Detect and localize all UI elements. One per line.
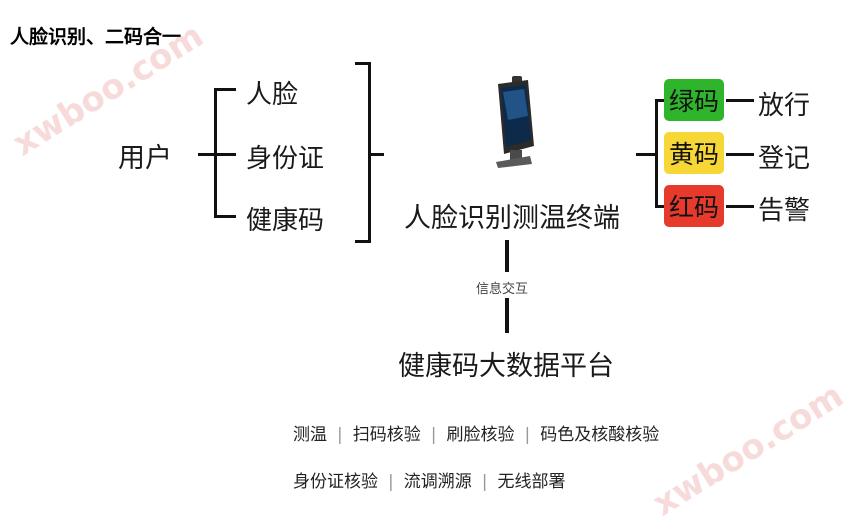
- features-row-1: 测温 | 扫码核验 | 刷脸核验 | 码色及核酸核验: [293, 420, 659, 445]
- feature-item: 流调溯源: [403, 472, 472, 492]
- user-label: 用户: [118, 143, 172, 174]
- separator: |: [481, 472, 488, 492]
- watermark: xwboo.com: [645, 375, 851, 524]
- feature-item: 码色及核酸核验: [540, 425, 660, 445]
- action-release: 放行: [758, 91, 811, 121]
- separator: |: [430, 425, 437, 445]
- input-health-code: 健康码: [246, 206, 325, 236]
- right-bracket-bottom: [355, 240, 371, 243]
- separator: |: [337, 425, 343, 445]
- feature-item: 测温: [293, 425, 327, 445]
- input-id-card: 身份证: [246, 144, 325, 174]
- code-action-connector: [726, 205, 754, 208]
- separator: |: [524, 425, 531, 445]
- exchange-label: 信息交互: [476, 282, 529, 297]
- exchange-connector-bottom: [505, 298, 509, 333]
- green-code-badge: 绿码: [664, 79, 724, 121]
- code-bracket-tick: [655, 205, 665, 208]
- platform-label: 健康码大数据平台: [398, 351, 614, 382]
- right-bracket: [368, 62, 371, 243]
- feature-item: 身份证核验: [293, 472, 378, 492]
- code-bracket: [655, 99, 658, 208]
- left-bracket-tick: [214, 215, 236, 218]
- code-bracket-tick: [655, 99, 665, 102]
- right-bracket-top: [355, 62, 371, 65]
- code-action-connector: [726, 153, 754, 156]
- page-title: 人脸识别、二码合一: [10, 26, 182, 48]
- feature-item: 无线部署: [497, 472, 566, 492]
- action-alarm: 告警: [758, 196, 811, 226]
- left-bracket-tick: [214, 153, 236, 156]
- device-label: 人脸识别测温终端: [404, 203, 620, 234]
- code-action-connector: [726, 99, 754, 102]
- input-face: 人脸: [246, 80, 299, 110]
- separator: |: [388, 472, 394, 492]
- right-bracket-out: [368, 153, 384, 156]
- feature-item: 刷脸核验: [446, 425, 515, 445]
- user-connector: [198, 153, 216, 156]
- feature-item: 扫码核验: [352, 425, 421, 445]
- code-connector: [636, 153, 658, 156]
- action-register: 登记: [758, 144, 811, 174]
- left-bracket-tick: [214, 88, 236, 91]
- red-code-badge: 红码: [664, 185, 724, 227]
- exchange-connector-top: [505, 240, 509, 272]
- features-row-2: 身份证核验 | 流调溯源 | 无线部署: [293, 467, 565, 492]
- face-terminal-device-icon: [496, 76, 534, 168]
- yellow-code-badge: 黄码: [664, 132, 724, 174]
